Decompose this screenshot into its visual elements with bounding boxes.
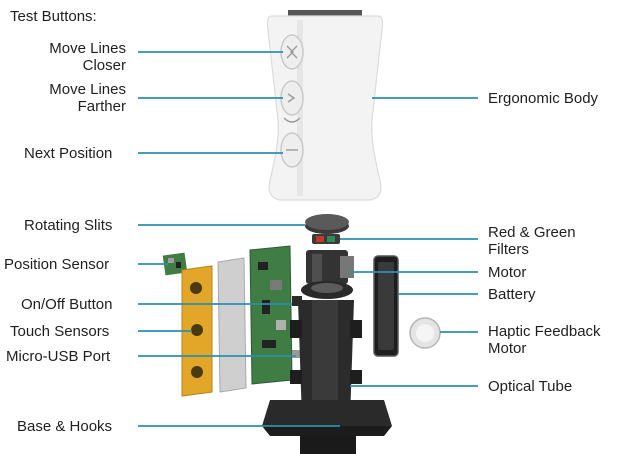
label-move-lines-closer: Move Lines Closer bbox=[20, 40, 126, 74]
red-green-filters bbox=[312, 234, 340, 244]
motor-assembly bbox=[301, 250, 354, 299]
label-move-lines-farther: Move Lines Farther bbox=[20, 81, 126, 115]
label-battery: Battery bbox=[488, 286, 536, 303]
label-ergonomic-body: Ergonomic Body bbox=[488, 90, 599, 107]
label-position-sensor: Position Sensor bbox=[4, 256, 110, 273]
label-red-green-line1: Red & Green bbox=[488, 224, 576, 241]
main-pcb bbox=[249, 245, 302, 385]
battery bbox=[373, 255, 399, 357]
haptic-feedback-motor bbox=[409, 317, 441, 349]
label-next-position: Next Position bbox=[24, 145, 113, 162]
button-move-farther bbox=[280, 80, 304, 123]
label-touch-sensors: Touch Sensors bbox=[10, 323, 110, 340]
rotating-slits-disc bbox=[305, 214, 349, 234]
label-haptic-feedback-motor: Haptic Feedback Motor bbox=[488, 323, 601, 357]
label-move-farther-line2: Farther bbox=[77, 98, 126, 115]
label-motor: Motor bbox=[488, 264, 527, 281]
button-move-closer bbox=[280, 34, 304, 70]
touch-sensors-flex bbox=[181, 265, 213, 397]
label-base-and-hooks: Base & Hooks bbox=[17, 418, 113, 435]
label-red-green-filters: Red & Green Filters bbox=[488, 224, 576, 258]
label-on-off-button: On/Off Button bbox=[21, 296, 113, 313]
label-move-closer-line2: Closer bbox=[82, 57, 126, 74]
label-rotating-slits: Rotating Slits bbox=[24, 217, 113, 234]
button-next-position bbox=[280, 132, 304, 168]
position-sensor-board bbox=[162, 252, 188, 276]
label-optical-tube: Optical Tube bbox=[488, 378, 573, 395]
label-test-buttons: Test Buttons: bbox=[10, 8, 97, 25]
label-move-closer-line1: Move Lines bbox=[49, 40, 126, 57]
base-and-hooks bbox=[262, 400, 392, 454]
label-move-farther-line1: Move Lines bbox=[49, 81, 126, 98]
label-haptic-line1: Haptic Feedback bbox=[488, 323, 601, 340]
insulation-pad bbox=[217, 257, 247, 393]
label-red-green-line2: Filters bbox=[488, 241, 529, 258]
label-haptic-line2: Motor bbox=[488, 340, 527, 357]
leader-lines bbox=[138, 51, 478, 427]
label-micro-usb-port: Micro-USB Port bbox=[6, 348, 111, 365]
